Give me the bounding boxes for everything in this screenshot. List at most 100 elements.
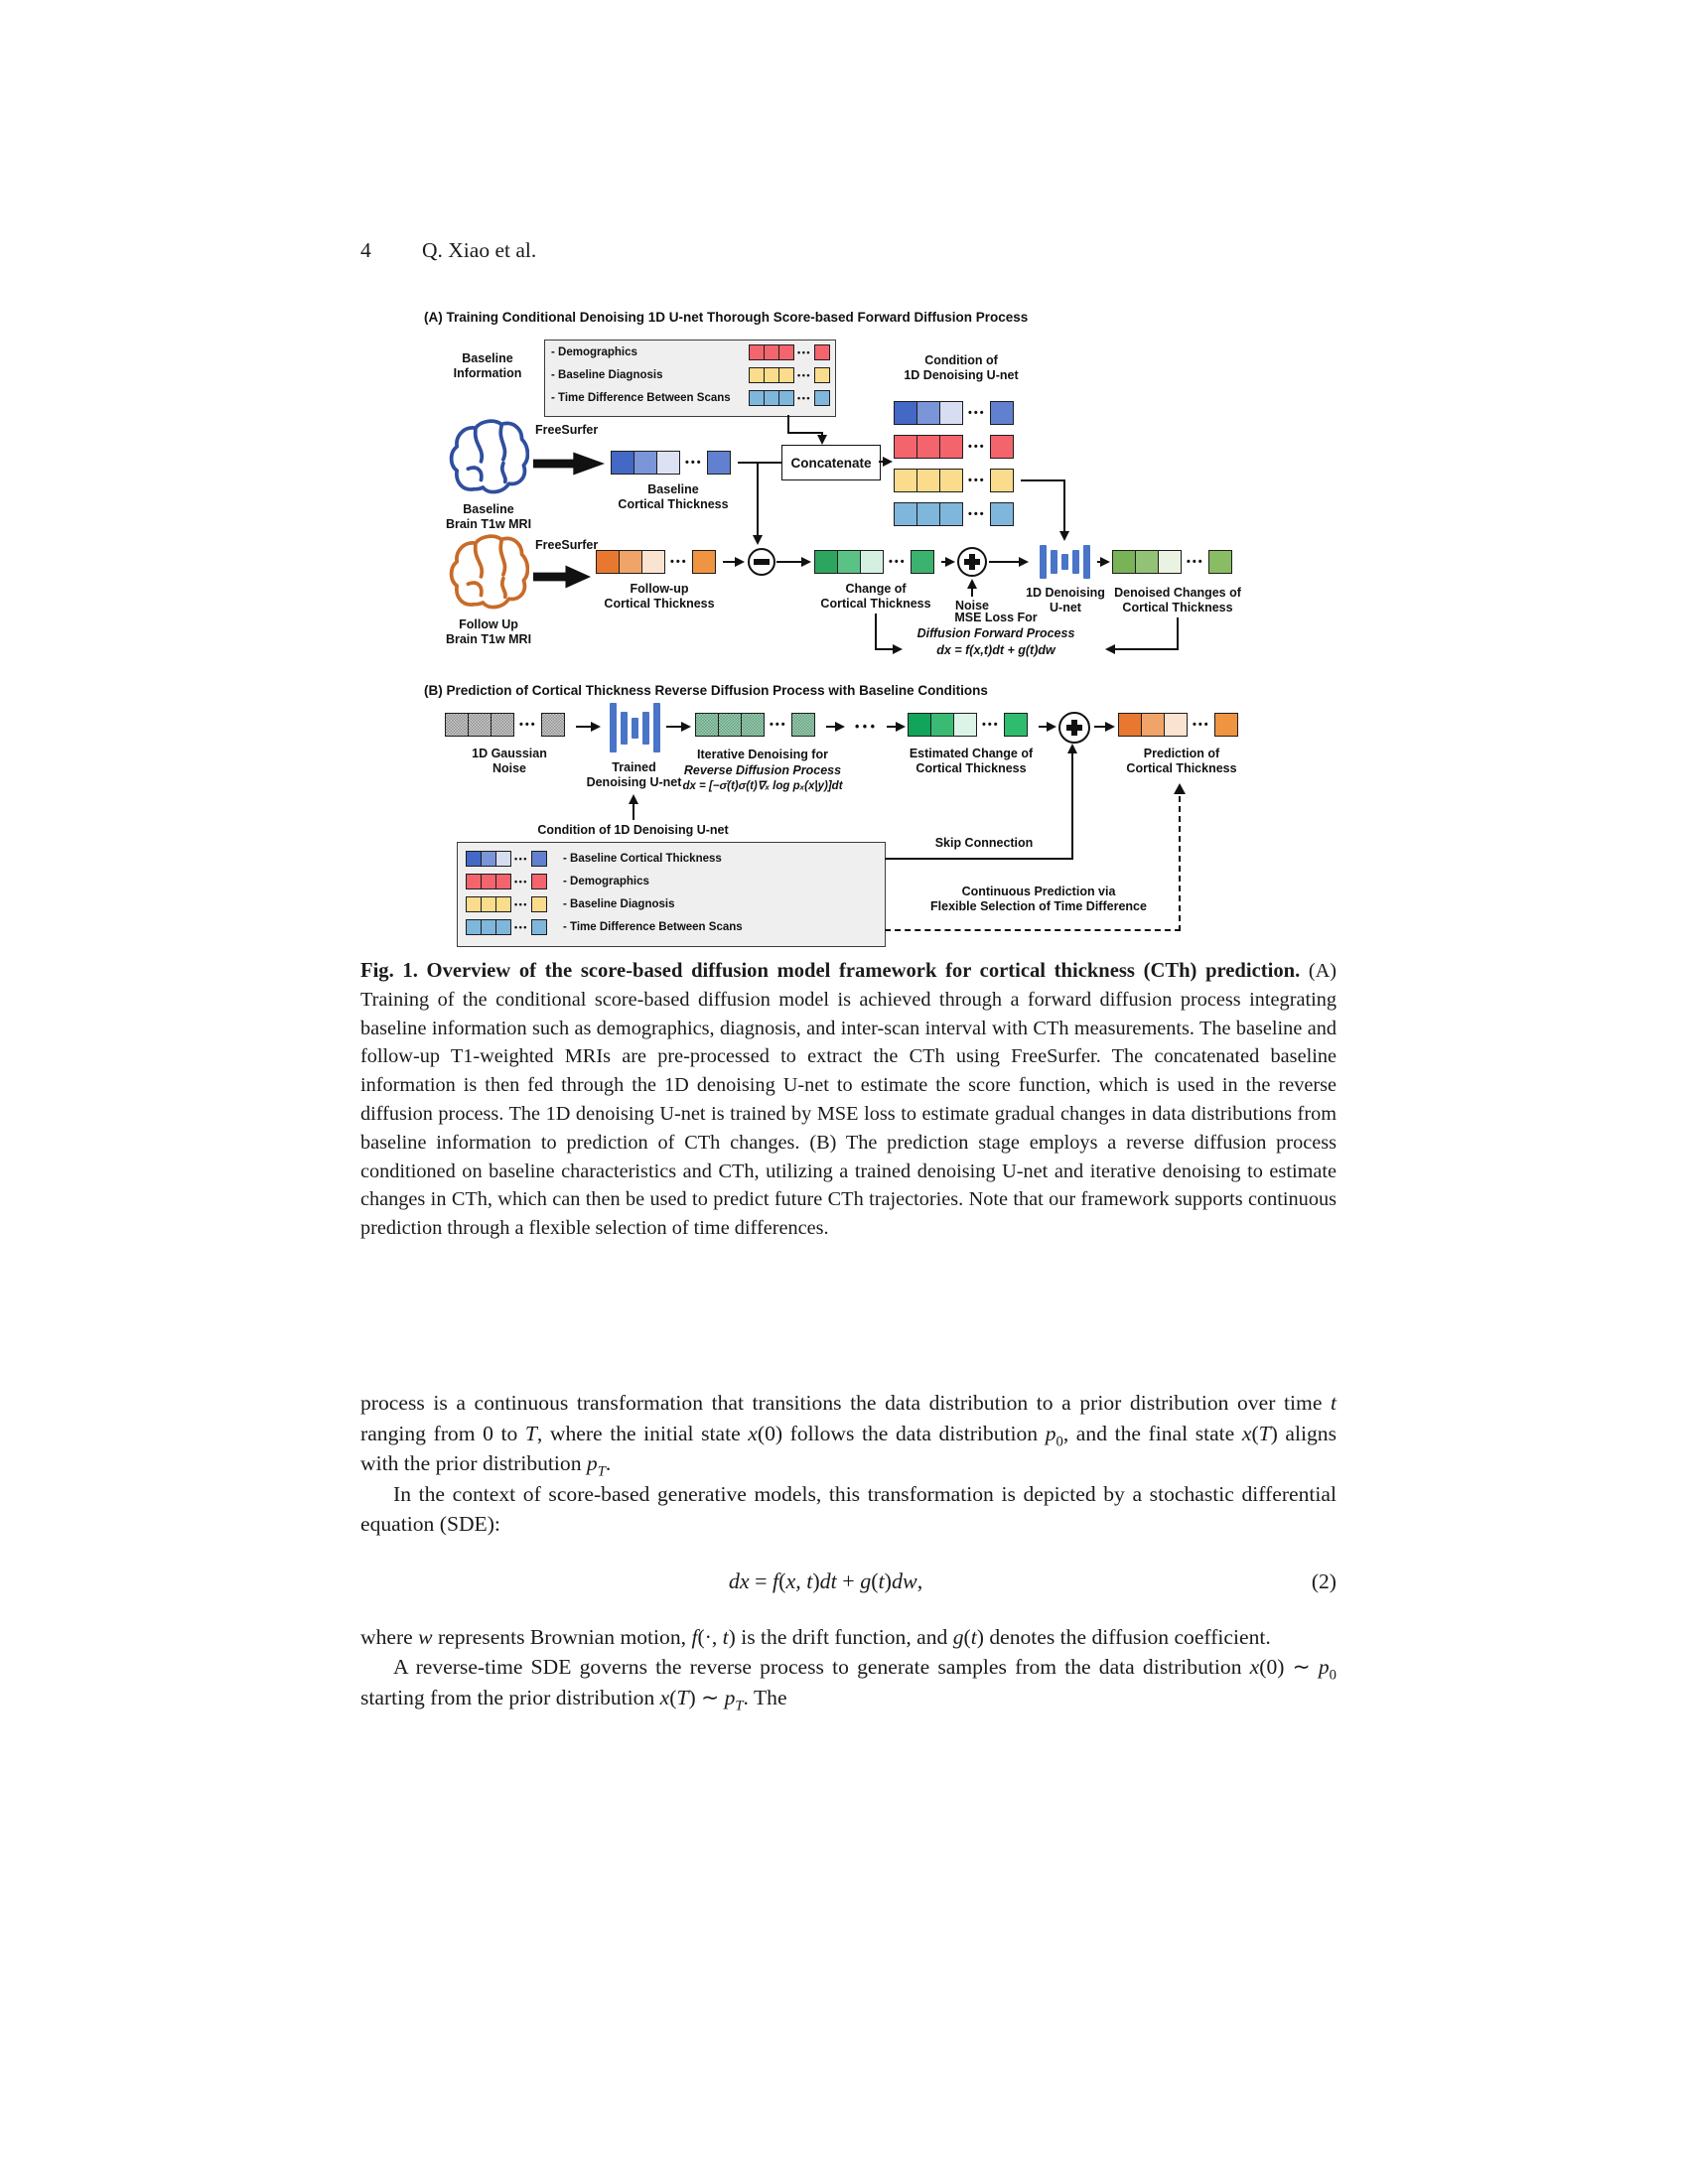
arrow xyxy=(989,561,1027,564)
timediff-strip: ••• xyxy=(749,389,830,406)
arrow xyxy=(941,561,953,564)
condition-stack-blue: ••• xyxy=(894,401,1014,425)
followup-cth-label: Follow-up Cortical Thickness xyxy=(604,582,715,611)
caption-body: (A) Training of the conditional score-ba… xyxy=(360,960,1336,1240)
part-a-title: (A) Training Conditional Denoising 1D U-… xyxy=(424,310,1029,325)
denoised-cth-label: Denoised Changes of Cortical Thickness xyxy=(1114,586,1241,614)
followup-brain-icon xyxy=(449,534,529,610)
arrow xyxy=(1097,561,1108,564)
equation-2: dx = f(x, t)dt + g(t)dw, xyxy=(728,1568,923,1593)
cond-diagnosis-strip: ••• xyxy=(466,895,557,912)
arrow xyxy=(887,726,904,729)
plus-op-icon xyxy=(957,547,987,577)
plus-op-icon-b xyxy=(1058,712,1090,744)
connector-line xyxy=(787,415,790,434)
cond-baseline-cth-strip: ••• xyxy=(466,850,557,867)
arrow-concat-to-stack xyxy=(879,461,891,464)
connector-line xyxy=(875,614,878,650)
part-b-title: (B) Prediction of Cortical Thickness Rev… xyxy=(424,683,988,698)
arrow xyxy=(723,561,743,564)
arrow-denoised-to-mse xyxy=(1107,648,1179,651)
baseline-information-box: - Demographics ••• - Baseline Diagnosis … xyxy=(544,340,836,417)
continuous-dashed-arrow xyxy=(1174,783,1186,931)
running-header: 4 Q. Xiao et al. xyxy=(360,238,1336,263)
freesurfer-block-arrow-1 xyxy=(533,452,605,476)
arrow xyxy=(826,726,843,729)
condition-arrow xyxy=(633,796,635,820)
connector-line xyxy=(1021,479,1065,482)
info-row-diagnosis: - Baseline Diagnosis ••• xyxy=(545,363,835,386)
followup-cth-strip: ••• xyxy=(596,550,716,574)
denoised-cth-strip: ••• xyxy=(1112,550,1232,574)
unet-a-label: 1D Denoising U-net xyxy=(1026,586,1105,614)
arrow xyxy=(776,561,809,564)
arrow-into-concatenate xyxy=(821,432,824,443)
arrow-into-minus xyxy=(757,462,760,543)
equation-2-tag: (2) xyxy=(1311,1569,1336,1593)
cond-timediff-strip: ••• xyxy=(466,918,557,935)
followup-mri-label: Follow Up Brain T1w MRI xyxy=(445,617,532,646)
noise-arrow xyxy=(971,581,974,597)
baseline-brain-icon xyxy=(449,419,529,494)
paragraph-1: process is a continuous transformation t… xyxy=(360,1391,1337,1480)
unet-bars-icon-b xyxy=(607,699,662,756)
cond-row-demographics: ••• - Demographics xyxy=(458,872,885,890)
baseline-cth-label: Baseline Cortical Thickness xyxy=(618,482,729,511)
condition-box-label: Condition of 1D Denoising U-net xyxy=(537,823,729,837)
arrow-into-unet xyxy=(1063,479,1066,539)
running-head-authors: Q. Xiao et al. xyxy=(422,238,537,262)
arrow-change-to-mse xyxy=(875,648,901,651)
condition-stack-skyblue: ••• xyxy=(894,502,1014,526)
connector-line xyxy=(787,432,823,435)
mse-loss-block: MSE Loss For Diffusion Forward Process d… xyxy=(916,611,1075,657)
freesurfer-label-1: FreeSurfer xyxy=(535,423,599,437)
figure-1-diagram: (A) Training Conditional Denoising 1D U-… xyxy=(360,306,1348,953)
change-cth-strip: ••• xyxy=(814,550,934,574)
paragraph-2: In the context of score-based generative… xyxy=(360,1481,1336,1537)
condition-stack-red: ••• xyxy=(894,435,1014,459)
condition-stack-yellow: ••• xyxy=(894,469,1014,492)
demographics-strip: ••• xyxy=(749,343,830,360)
estimated-cth-strip: ••• xyxy=(908,713,1028,737)
arrow xyxy=(666,726,689,729)
page-number: 4 xyxy=(360,238,371,262)
condition-box: ••• - Baseline Cortical Thickness ••• - … xyxy=(457,842,886,947)
estimated-cth-label: Estimated Change of Cortical Thickness xyxy=(909,747,1034,775)
continuous-dashed-line xyxy=(885,929,1181,931)
unet-bars-icon-a xyxy=(1034,542,1095,582)
continuous-prediction-label: Continuous Prediction via Flexible Selec… xyxy=(930,885,1147,913)
caption-lead: Fig. 1. Overview of the score-based diff… xyxy=(360,960,1301,982)
iterative-denoising-block: Iterative Denoising for Reverse Diffusio… xyxy=(682,748,843,792)
ellipsis: • • • xyxy=(854,720,876,734)
cond-row-timediff: ••• - Time Difference Between Scans xyxy=(458,917,885,936)
equation-2-row: dx = f(x, t)dt + g(t)dw, (2) xyxy=(360,1567,1336,1597)
cond-row-baseline-cth: ••• - Baseline Cortical Thickness xyxy=(458,849,885,868)
info-row-timediff: - Time Difference Between Scans ••• xyxy=(545,386,835,409)
figure-caption: Fig. 1. Overview of the score-based diff… xyxy=(360,957,1336,1243)
skip-connection-line xyxy=(885,858,1073,861)
gaussian-noise-strip: ••• xyxy=(445,713,565,737)
iterative-noise-strip: ••• xyxy=(695,713,815,737)
baseline-cth-strip: ••• xyxy=(611,451,731,475)
noise-label: Noise xyxy=(954,599,990,613)
skip-connection-arrow xyxy=(1071,746,1074,859)
connector-line xyxy=(738,462,781,465)
baseline-information-label: Baseline Information xyxy=(453,351,522,380)
baseline-mri-label: Baseline Brain T1w MRI xyxy=(445,502,532,531)
info-row-demographics: - Demographics ••• xyxy=(545,341,835,363)
freesurfer-label-2: FreeSurfer xyxy=(535,538,599,552)
connector-line xyxy=(1177,617,1180,650)
arrow xyxy=(1039,726,1055,729)
prediction-cth-label: Prediction of Cortical Thickness xyxy=(1126,747,1237,775)
diagnosis-strip: ••• xyxy=(749,366,830,383)
prediction-cth-strip: ••• xyxy=(1118,713,1238,737)
paragraph-4: A reverse-time SDE governs the reverse p… xyxy=(360,1655,1336,1714)
arrow xyxy=(576,726,599,729)
skip-connection-label: Skip Connection xyxy=(934,836,1034,850)
minus-op-icon xyxy=(748,548,775,576)
cond-demographics-strip: ••• xyxy=(466,873,557,889)
condition-a-label: Condition of 1D Denoising U-net xyxy=(904,353,1019,382)
gaussian-noise-label: 1D Gaussian Noise xyxy=(472,747,547,775)
trained-unet-label: Trained Denoising U-net xyxy=(586,760,682,789)
cond-row-diagnosis: ••• - Baseline Diagnosis xyxy=(458,894,885,913)
